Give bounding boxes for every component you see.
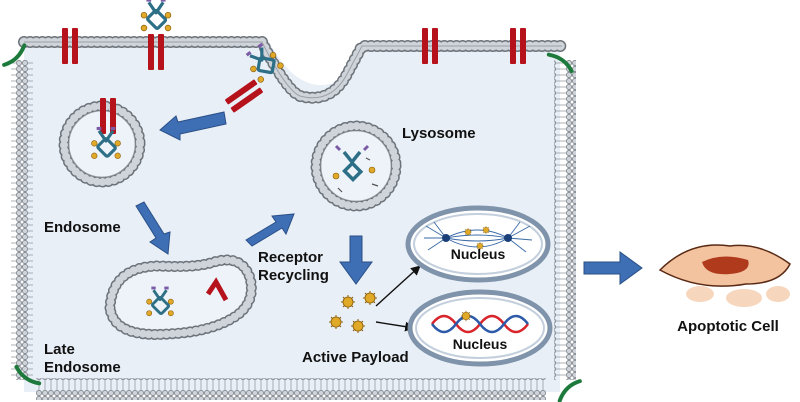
- receptor-icon: [205, 277, 229, 302]
- label-endosome: Endosome: [44, 219, 121, 236]
- late-endosome: [104, 254, 257, 340]
- apoptotic-cell-icon: [658, 244, 791, 307]
- endosome: [58, 98, 146, 188]
- label-nucleus-top: Nucleus: [451, 246, 506, 262]
- antibody-drug-conjugate-icon: [139, 0, 173, 33]
- label-receptor-recycling-1: Receptor: [258, 249, 323, 266]
- label-late-endosome-2: Endosome: [44, 359, 121, 376]
- payload-icon: [460, 310, 472, 322]
- plasma-membrane-bottom: [36, 378, 546, 400]
- nucleus-mitotic: [405, 205, 551, 283]
- label-nucleus-bottom: Nucleus: [453, 336, 508, 352]
- label-apoptotic-cell: Apoptotic Cell: [677, 318, 779, 335]
- arrow-to-late-endosome: [135, 201, 171, 255]
- label-active-payload: Active Payload: [302, 349, 409, 366]
- arrow-to-recycling: [245, 213, 295, 247]
- process-arrows: [135, 111, 643, 285]
- payload-icon: [350, 318, 366, 334]
- label-late-endosome-1: Late: [44, 341, 75, 358]
- label-receptor-recycling-2: Recycling: [258, 267, 329, 284]
- label-lysosome: Lysosome: [402, 125, 476, 142]
- payload-icon: [340, 294, 356, 310]
- chromosome-icon: [481, 225, 491, 235]
- arrow-to-endosome: [159, 111, 227, 141]
- arrow-to-payload: [339, 235, 373, 285]
- plasma-membrane-right: [554, 60, 576, 380]
- pathway-arrow: [375, 265, 421, 307]
- plasma-membrane-left: [11, 60, 33, 380]
- lysosome: [310, 120, 402, 212]
- nucleus-dna: [407, 289, 553, 367]
- arrow-to-apoptosis: [583, 251, 643, 285]
- cell-junction-icon: [554, 377, 584, 402]
- payload-icon: [362, 290, 378, 306]
- chromosome-icon: [463, 227, 473, 237]
- payload-icon: [328, 314, 344, 330]
